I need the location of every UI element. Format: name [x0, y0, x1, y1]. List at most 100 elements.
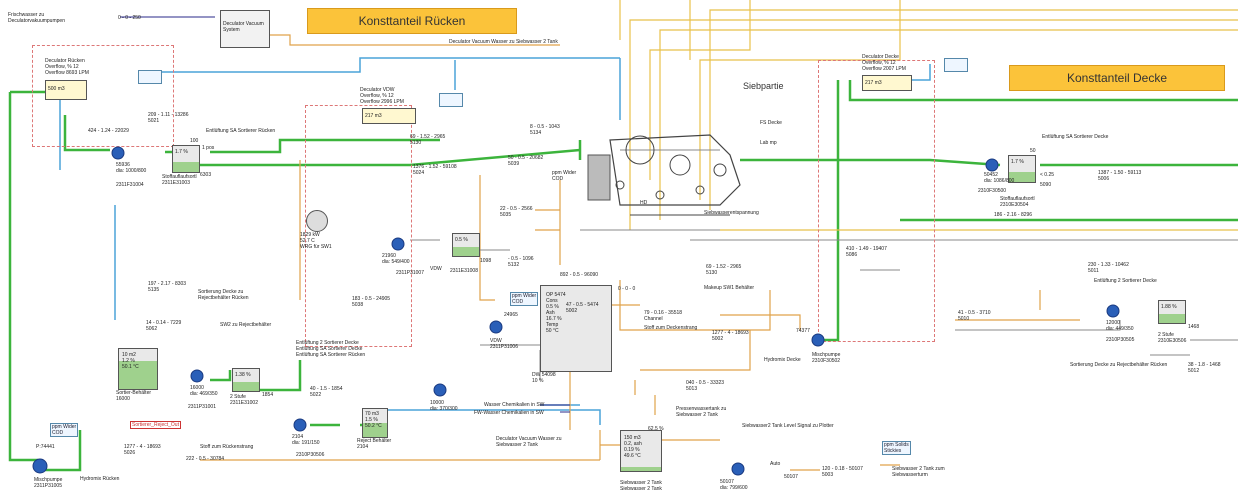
banner-konstantteil-decke: Konsttanteil Decke	[1009, 65, 1225, 91]
pump-55936[interactable]	[111, 146, 125, 160]
sw2-level-pct: 62.5 %	[648, 426, 664, 432]
flow-22: 22 - 0.5 - 2566 5035	[500, 206, 533, 218]
flow-1387: 1387 - 1.50 - 59113 5006	[1098, 170, 1142, 182]
siebpartie-machine	[587, 134, 741, 216]
pump-16000-id: 2311P31001	[188, 404, 216, 410]
auto-label: Auto	[770, 461, 781, 467]
sw1-tank: OP 5474 Cons 0.5 % Ash 16.7 % Temp 50 °C	[540, 285, 612, 372]
stoffauflauf-ruecken-tank: 1.7 %	[172, 145, 200, 173]
stufe2-decke-tank: 1.88 %	[1158, 300, 1186, 324]
flow-120: 120 - 0.18 - 50107 5003	[822, 466, 863, 478]
flow-410: 410 - 1.49 - 19407 5086	[846, 246, 887, 258]
flow-47: 47 - 0.5 - 5474 5002	[566, 302, 599, 314]
ruecken-region	[32, 45, 174, 147]
sortierung-decke-rej: Sortierung Decke zu Rejectbehälter Rücke…	[1070, 362, 1168, 368]
sortier-behaelter-tank: 10 m2 1.2 % 50.1 °C	[118, 348, 158, 390]
pump-50107[interactable]	[731, 462, 745, 476]
ppm-wider-sw1: ppm Wider COD	[510, 292, 539, 306]
fs-decke: FS Decke	[760, 120, 782, 126]
flow-892: 892 - 0.5 - 96090	[560, 272, 599, 278]
entlueftung-sa-ruecken-2: Entlüftung SA Sortierer Rücken	[296, 352, 366, 358]
stufe2-1854: 1854	[262, 392, 274, 398]
gray-pipes	[410, 149, 1238, 380]
pump-21960-id: 2311P31007	[396, 270, 424, 276]
frischwasser-label: Frischwasser zu Deculatorvakuumpumpen	[8, 12, 65, 24]
hydromix-decke: Hydromix Decke	[764, 357, 801, 363]
flow-424: 424 - 1.24 - 22029	[88, 128, 129, 134]
deculator-vdw-label: Deculator VDW Overflow, % 12 Overflow 29…	[360, 87, 404, 105]
stufe2-decke-pct: 1.88 %	[1161, 304, 1177, 310]
flow-1277a: 1277 - 4 - 18693 5026	[124, 444, 161, 456]
deculator-vacuum-box: Deculator Vacuum System	[220, 10, 270, 48]
stoff-r-100: 100	[190, 138, 199, 144]
pump-12000-id: 2310P30505	[1106, 337, 1135, 343]
pump-74441: P:74441	[36, 444, 55, 450]
reject-behaelter-values: 70 m3 1.5 % 50.2 °C	[365, 411, 382, 429]
flow-41: 41 - 0.5 - 3710 5010	[958, 310, 991, 322]
mischpumpe-r-label: Mischpumpe 2311P31005	[34, 477, 63, 489]
deculator-decke-tank: 217 m3	[862, 75, 912, 91]
vdw-pump-label: VDW 2311P31006	[490, 338, 518, 350]
flow-40: 40 - 1.5 - 1854 5022	[310, 386, 343, 398]
deculator-decke-vol: 217 m3	[865, 80, 882, 86]
flow-0-5-1096: - 0.5 - 1096 5132	[508, 256, 534, 268]
stoffauflauf-ruecken-label: Stoffauflaufsortl 2311E31003	[162, 174, 197, 186]
stoff-d-025: < 0.25	[1040, 172, 1055, 178]
flow-50: 50 - 0.5 - 20682 5039	[508, 155, 544, 167]
deculator-ruecken-vol: 500 m3	[48, 86, 65, 92]
stoff-deckenstrang: Stoff zum Deckenstrang	[644, 325, 698, 331]
stufe2-ruecken-tank: 1.38 %	[232, 368, 260, 392]
lab-mp: Lab mp	[760, 140, 777, 146]
pump-2104-id: 2310P30506	[296, 452, 325, 458]
dw-label: DW 54098 10 %	[532, 372, 556, 384]
deculator-vdw-vol: 217 m3	[365, 113, 382, 119]
pump-2104[interactable]	[293, 418, 307, 432]
makeup-sw1: Makeup SW1 Behälter	[704, 285, 755, 291]
stoff-r-1pos: 1 pos	[202, 145, 215, 151]
section-siebpartie: Siebpartie	[743, 81, 784, 91]
decke-region	[818, 60, 935, 342]
sortierung-decke: Sortierung Decke zu Rejectbehälter Rücke…	[198, 289, 249, 301]
stufe2-ruecken-pct: 1.38 %	[235, 372, 251, 378]
stoff-rueckenstrang: Stoff zum Rückenstrang	[200, 444, 254, 450]
entlueftung-sa-decke-2: Entlüftung SA Sortierer Decke	[1042, 134, 1109, 140]
flow-222: 222 - 0.5 - 30784	[186, 456, 225, 462]
sortier-behaelter-label: Sortier-Behälter 16000	[116, 390, 152, 402]
pump-mischpumpe-d[interactable]	[811, 333, 825, 347]
vdw-id: 2311E31008	[450, 268, 478, 274]
pump-vdw-24965[interactable]	[489, 320, 503, 334]
flow-1277b: 1277 - 4 - 18693 5002	[712, 330, 749, 342]
sw2-tank: 150 m3 0.2, ash 0.19 % 49.6 °C	[620, 430, 662, 472]
pump-12000[interactable]	[1106, 304, 1120, 318]
flow-69b: 69 - 1.52 - 2965 5130	[706, 264, 742, 276]
pump-2104-label: 2104 dia: 191/150	[292, 434, 320, 446]
sw2-rejectbehaelter: SW2 zu Rejectbehälter	[220, 322, 272, 328]
deculator-vdw-tank: 217 m3	[362, 108, 416, 124]
vdw-region	[305, 105, 412, 347]
pump-50452[interactable]	[985, 158, 999, 172]
pump-16000[interactable]	[190, 369, 204, 383]
reject-behaelter-label: Reject Behälter 2104	[357, 438, 392, 450]
pump-mischpumpe-r[interactable]	[32, 458, 48, 474]
pump-55936-id: 2311F31004	[116, 182, 144, 188]
banner-konstantteil-ruecken: Konsttanteil Rücken	[307, 8, 517, 34]
flow-000: 0 - 0 - 0	[618, 286, 636, 292]
ppm-cod-sieb: ppm Wider COD	[552, 170, 577, 182]
vdw-1098: 1098	[480, 258, 492, 264]
pump-50452-label: 50452 dia: 1086/800	[984, 172, 1015, 184]
pump-74377: 74377	[796, 328, 810, 334]
sp-pid-ruecken	[138, 70, 162, 84]
flow-040: 040 - 0.5 - 33323 5013	[686, 380, 725, 392]
pump-50107-label: 50107 dia: 799/600	[720, 479, 748, 491]
stufe2-decke-1468: 1468	[1188, 324, 1200, 330]
flow-69: 69 - 1.52 - 2965 5130	[410, 134, 446, 146]
wrg-heat-exchanger	[306, 210, 328, 232]
flow-38: 38 - 1.8 - 1468 5012	[1188, 362, 1221, 374]
pump-10000[interactable]	[433, 383, 447, 397]
reject-behaelter-tank: 70 m3 1.5 % 50.2 °C	[362, 408, 388, 438]
entlueftung-sa-ruecken: Entlüftung SA Sortierer Rücken	[206, 128, 276, 134]
pump-21960[interactable]	[391, 237, 405, 251]
sw1-tank-values: OP 5474 Cons 0.5 % Ash 16.7 % Temp 50 °C	[546, 292, 566, 334]
vac-wasser-label: Deculator Vacuum Wasser zu Siebwasser 2 …	[449, 39, 558, 45]
